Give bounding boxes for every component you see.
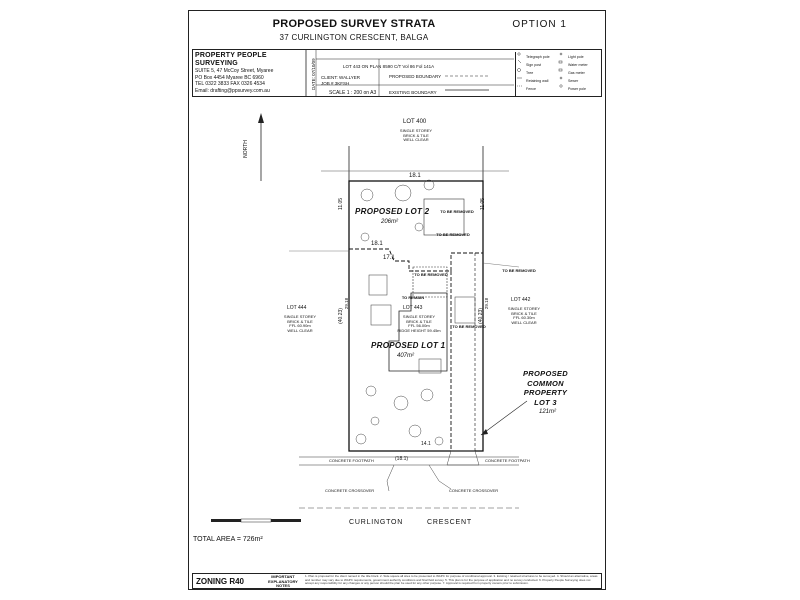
lot-444-label: LOT 444 bbox=[287, 305, 307, 311]
to-be-removed-label: TO BE REMOVED bbox=[436, 232, 470, 237]
company-block: PROPERTY PEOPLE SURVEYING SUITE 5, 47 Mc… bbox=[195, 52, 307, 94]
to-remain-label: TO REMAIN bbox=[401, 295, 425, 300]
company-line: Email: drafting@ppsurvey.com.au bbox=[195, 87, 270, 94]
client-label: CLIENT: WALLYER bbox=[321, 75, 361, 80]
crossover-label: CONCRETE CROSSOVER bbox=[449, 488, 499, 493]
street-name: CRESCENT bbox=[427, 519, 472, 526]
scale-label: SCALE 1 : 200 on A3 bbox=[329, 90, 377, 96]
to-be-removed-label: TO BE REMOVED bbox=[440, 209, 474, 214]
tree-symbols bbox=[355, 179, 444, 446]
legend-item: Sewer bbox=[568, 79, 579, 83]
header: PROPOSED SURVEY STRATA 37 CURLINGTON CRE… bbox=[189, 11, 605, 49]
company-line: PO Box 4454 Myaree BC 6960 bbox=[195, 74, 264, 81]
explanatory-notes: 1. Plan is proposal for the client named… bbox=[305, 575, 598, 586]
dimension-mid-2: 17.1 bbox=[383, 255, 395, 261]
dimension-right-2: (40.23) bbox=[477, 308, 484, 324]
company-name: PROPERTY PEOPLE SURVEYING bbox=[195, 52, 267, 67]
north-label: NORTH bbox=[242, 140, 249, 158]
dimension-right-1: 11.05 bbox=[480, 197, 487, 211]
dimension-left-3: 29.18 bbox=[344, 297, 350, 310]
legend-symbols bbox=[517, 52, 563, 88]
legend-item: Telegraph pole bbox=[526, 55, 550, 59]
lot-2-label: PROPOSED LOT 2 bbox=[355, 207, 430, 216]
dimension-left-1: 11.05 bbox=[338, 197, 345, 211]
legend-item: Sign post bbox=[526, 63, 541, 67]
company-line: SUITE 5, 47 McCoy Street, Myaree bbox=[195, 68, 274, 74]
job-label: JOB # 3KFSH bbox=[321, 81, 350, 86]
legend-item: Light pole bbox=[568, 55, 584, 59]
to-be-removed-label: TO BE REMOVED bbox=[502, 268, 536, 273]
crossover-label: CONCRETE CROSSOVER bbox=[325, 488, 375, 493]
proposed-boundary-label: PROPOSED BOUNDARY bbox=[389, 74, 442, 79]
legend-item: Gas meter bbox=[568, 71, 585, 75]
option-label: OPTION 1 bbox=[512, 19, 567, 30]
to-be-removed-label: TO BE REMOVED bbox=[452, 324, 486, 329]
company-line: TEL 0322 3833 FAX 0326 4534 bbox=[195, 81, 265, 87]
lot-2-area: 206m² bbox=[381, 219, 399, 225]
dimension-top: 18.1 bbox=[409, 173, 421, 179]
dimension-mid: 18.1 bbox=[371, 241, 383, 247]
plan-sheet: PROPOSED SURVEY STRATA 37 CURLINGTON CRE… bbox=[188, 10, 606, 590]
title-block: PROPERTY PEOPLE SURVEYING SUITE 5, 47 Mc… bbox=[192, 49, 602, 97]
existing-boundary-label: EXISTING BOUNDARY bbox=[389, 90, 437, 95]
dimension-left-2: (40.23) bbox=[337, 308, 344, 324]
legend-item: Retaining wall bbox=[526, 79, 549, 83]
site-plan-drawing bbox=[211, 49, 563, 523]
legend-item: Tree bbox=[526, 71, 534, 75]
zoning-label: ZONING R40 bbox=[196, 577, 245, 586]
dimension-front: (18.1) bbox=[395, 456, 409, 462]
total-area: TOTAL AREA = 726m² bbox=[193, 536, 263, 543]
lot-443-label: LOT 443 bbox=[403, 305, 423, 311]
address: 37 CURLINGTON CRESCENT, BALGA bbox=[279, 33, 429, 42]
lot-line: LOT 443 ON PLAN 8590 C/T Vol 86 Fol 141A bbox=[343, 64, 435, 69]
common-property-area: 121m² bbox=[539, 409, 557, 415]
to-be-removed-label: TO BE REMOVED bbox=[414, 272, 448, 277]
lot-400-label: LOT 400 bbox=[403, 119, 427, 125]
legend-item: Fence bbox=[526, 87, 536, 91]
lot-442-label: LOT 442 bbox=[511, 297, 531, 303]
footpath-label: CONCRETE FOOTPATH bbox=[329, 458, 374, 463]
legend-item: Power pole bbox=[568, 87, 586, 91]
scale-bar bbox=[211, 518, 301, 523]
footpath-label: CONCRETE FOOTPATH bbox=[485, 458, 530, 463]
lot-1-area: 407m² bbox=[397, 353, 415, 359]
legend: Telegraph pole Sign post Tree Retaining … bbox=[515, 52, 602, 96]
legend-item: Water meter bbox=[568, 63, 588, 67]
street-name: CURLINGTON bbox=[349, 519, 404, 526]
important-notes-heading: IMPORTANT EXPLANATORY NOTES bbox=[268, 574, 298, 589]
dimension-right-3: 29.18 bbox=[484, 297, 490, 310]
dimension-bottom: 14.1 bbox=[421, 441, 431, 447]
lot-1-label: PROPOSED LOT 1 bbox=[371, 341, 446, 350]
footer-block: ZONING R40 IMPORTANT EXPLANATORY NOTES 1… bbox=[192, 573, 602, 589]
page-title: PROPOSED SURVEY STRATA bbox=[272, 18, 436, 30]
